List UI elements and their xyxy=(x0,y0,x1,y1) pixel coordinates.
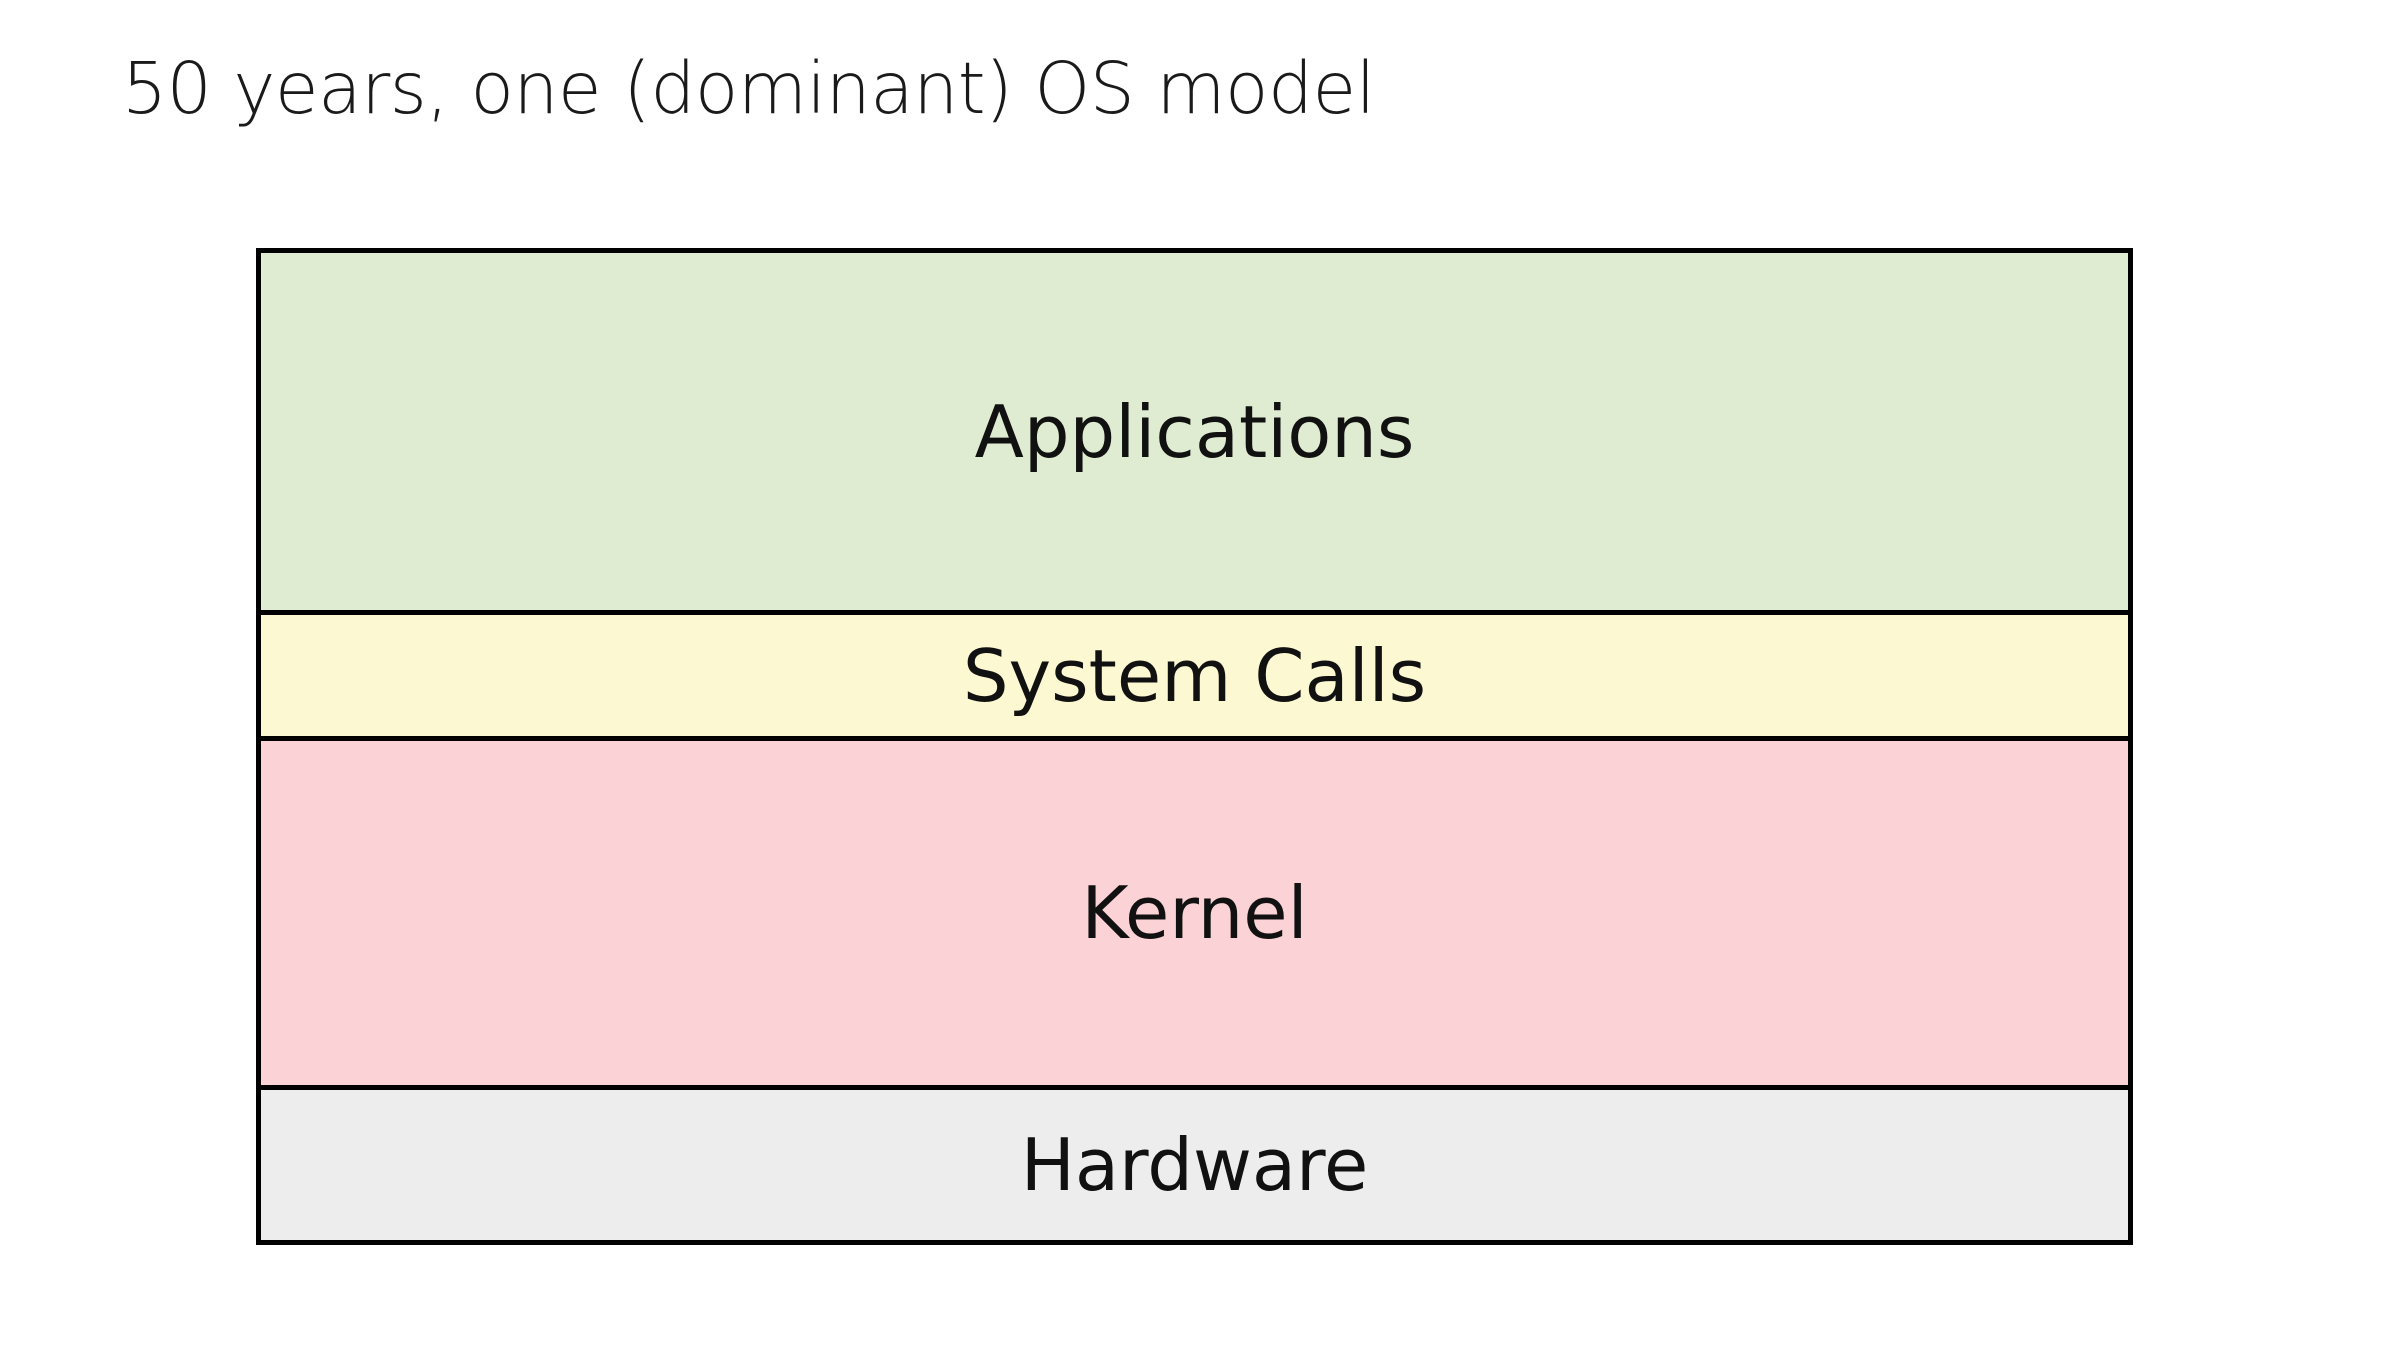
stack-layer-kernel: Kernel xyxy=(261,741,2128,1090)
stack-layer-label: Applications xyxy=(974,389,1415,474)
stack-layer-label: Hardware xyxy=(1020,1123,1369,1207)
stack-layer-system-calls: System Calls xyxy=(261,615,2128,741)
page-title: 50 years, one (dominant) OS model xyxy=(122,47,1375,130)
stack-layer-hardware: Hardware xyxy=(261,1090,2128,1240)
stack-layer-label: Kernel xyxy=(1081,871,1308,955)
stack-layer-label: System Calls xyxy=(962,633,1427,718)
stack-layer-applications: Applications xyxy=(261,253,2128,615)
os-layer-stack: Applications System Calls Kernel Hardwar… xyxy=(256,248,2133,1245)
